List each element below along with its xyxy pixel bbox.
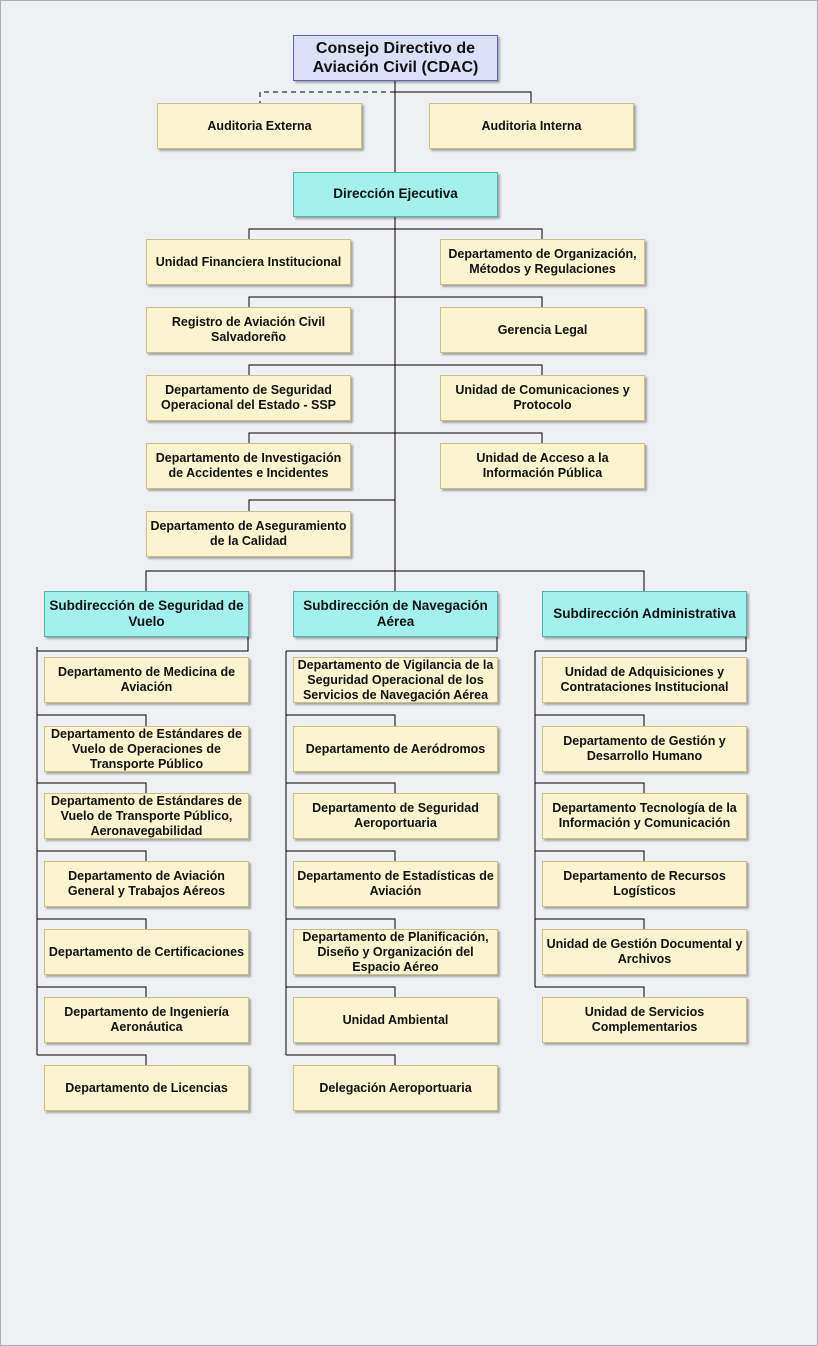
quality-dept-box: Departamento de Aseguramiento de la Cali… <box>146 511 351 557</box>
external-audit-box: Auditoria Externa <box>157 103 362 149</box>
legal-management-box: Gerencia Legal <box>440 307 645 353</box>
department-box: Departamento Tecnología de la Informació… <box>542 793 747 839</box>
investigation-dept-box: Departamento de Investigación de Acciden… <box>146 443 351 489</box>
communications-unit-box: Unidad de Comunicaciones y Protocolo <box>440 375 645 421</box>
administrative-subdirection-box: Subdirección Administrativa <box>542 591 747 637</box>
department-box: Departamento de Planificación, Diseño y … <box>293 929 498 975</box>
department-box: Departamento de Licencias <box>44 1065 249 1111</box>
org-methods-dept-box: Departamento de Organización, Métodos y … <box>440 239 645 285</box>
department-box: Departamento de Seguridad Aeroportuaria <box>293 793 498 839</box>
department-box: Departamento de Aeródromos <box>293 726 498 772</box>
department-box: Unidad de Adquisiciones y Contrataciones… <box>542 657 747 703</box>
aviation-registry-box: Registro de Aviación Civil Salvadoreño <box>146 307 351 353</box>
department-box: Unidad Ambiental <box>293 997 498 1043</box>
executive-direction-box: Dirección Ejecutiva <box>293 172 498 217</box>
air-navigation-subdirection-box: Subdirección de Navegación Aérea <box>293 591 498 637</box>
department-box: Departamento de Estándares de Vuelo de T… <box>44 793 249 839</box>
flight-safety-subdirection-box: Subdirección de Seguridad de Vuelo <box>44 591 249 637</box>
department-box: Departamento de Ingeniería Aeronáutica <box>44 997 249 1043</box>
department-box: Departamento de Aviación General y Traba… <box>44 861 249 907</box>
financial-unit-box: Unidad Financiera Institucional <box>146 239 351 285</box>
ssp-dept-box: Departamento de Seguridad Operacional de… <box>146 375 351 421</box>
department-box: Departamento de Gestión y Desarrollo Hum… <box>542 726 747 772</box>
department-box: Departamento de Vigilancia de la Segurid… <box>293 657 498 703</box>
department-box: Departamento de Medicina de Aviación <box>44 657 249 703</box>
department-box: Departamento de Certificaciones <box>44 929 249 975</box>
department-box: Unidad de Servicios Complementarios <box>542 997 747 1043</box>
department-box: Delegación Aeroportuaria <box>293 1065 498 1111</box>
department-box: Departamento de Recursos Logísticos <box>542 861 747 907</box>
internal-audit-box: Auditoria Interna <box>429 103 634 149</box>
council-box: Consejo Directivo de Aviación Civil (CDA… <box>293 35 498 81</box>
public-info-unit-box: Unidad de Acceso a la Información Públic… <box>440 443 645 489</box>
department-box: Departamento de Estándares de Vuelo de O… <box>44 726 249 772</box>
department-box: Departamento de Estadísticas de Aviación <box>293 861 498 907</box>
department-box: Unidad de Gestión Documental y Archivos <box>542 929 747 975</box>
